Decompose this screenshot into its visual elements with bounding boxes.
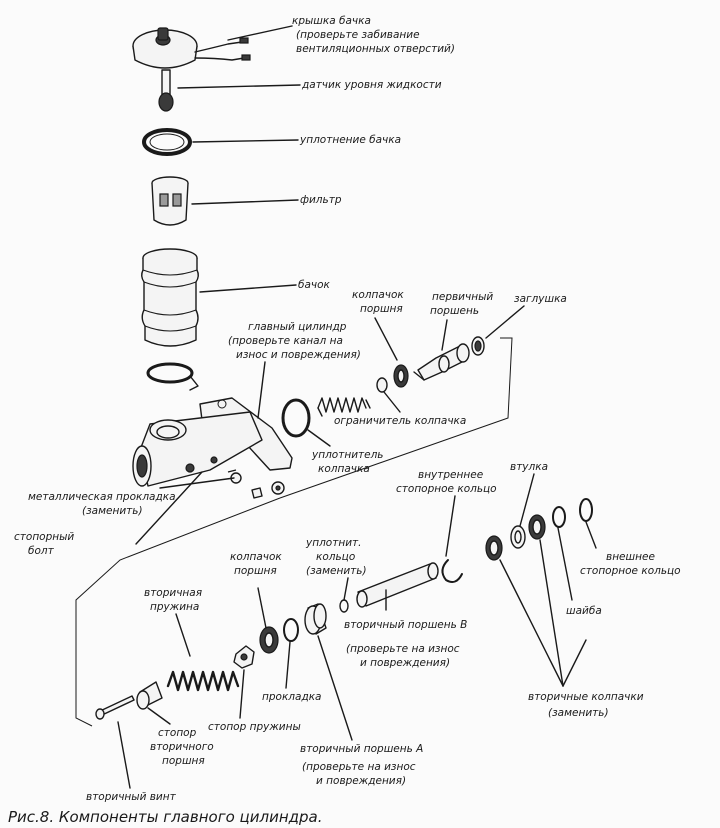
reservoir-seal-part bbox=[142, 128, 192, 156]
label-cap-limiter: ограничитель колпачка bbox=[334, 415, 466, 427]
outer-retaining-ring-part bbox=[579, 498, 593, 522]
bracket-line-upper bbox=[279, 337, 513, 499]
bushing-part bbox=[510, 525, 526, 549]
label-piston-cap-top: колпачок поршня bbox=[352, 289, 407, 315]
cap-seal-part bbox=[281, 398, 311, 438]
label-plug: заглушка bbox=[514, 293, 567, 305]
inner-retaining-ring-part bbox=[441, 559, 463, 583]
primary-piston-cap-part bbox=[393, 364, 409, 388]
label-inner-ring: внутреннее стопорное кольцо bbox=[396, 469, 497, 495]
plug-part bbox=[471, 336, 485, 356]
secondary-piston-a-part bbox=[304, 603, 327, 635]
label-secondary-spring: вторичная пружина bbox=[144, 587, 205, 613]
reservoir-part bbox=[141, 248, 199, 347]
reservoir-clamp-part bbox=[146, 362, 199, 391]
leader-lines bbox=[117, 25, 597, 789]
label-cap-seal: уплотнитель колпачка bbox=[311, 449, 387, 475]
label-secondary-screw: вторичный винт bbox=[86, 791, 177, 803]
label-secondary-piston-b: вторичный поршень В (проверьте на износ … bbox=[344, 619, 471, 669]
label-secondary-stop: стопор вторичного поршня bbox=[150, 727, 217, 767]
cap-limiter-part bbox=[376, 377, 388, 393]
label-secondary-caps: вторичные колпачки (заменить) bbox=[528, 691, 647, 719]
cylinder-small-hardware bbox=[227, 469, 285, 499]
label-reservoir: бачок bbox=[298, 279, 331, 291]
bracket-line-left bbox=[75, 497, 281, 727]
secondary-piston-b-part bbox=[356, 562, 439, 608]
figure-caption: Рис.8. Компоненты главного цилиндра. bbox=[8, 808, 322, 826]
label-master-cylinder: главный цилиндр (проверьте канал на изно… bbox=[228, 321, 361, 361]
gasket-part bbox=[283, 618, 299, 642]
primary-piston-part bbox=[413, 343, 470, 381]
fluid-level-sensor-part bbox=[158, 69, 174, 112]
label-spring-stop: стопор пружины bbox=[208, 721, 301, 733]
label-secondary-piston-a: вторичный поршень А (проверьте на износ … bbox=[300, 743, 427, 787]
label-gasket: прокладка bbox=[262, 691, 321, 703]
o-ring-part bbox=[339, 599, 349, 613]
label-reservoir-cap: крышка бачка (проверьте забивание вентил… bbox=[292, 15, 455, 55]
label-primary-piston: первичный поршень bbox=[430, 291, 497, 317]
label-bushing: втулка bbox=[510, 461, 548, 473]
spring-stop-part bbox=[233, 645, 255, 669]
label-o-ring: уплотнит. кольцо (заменить) bbox=[305, 537, 367, 577]
primary-spring-part bbox=[317, 397, 371, 417]
label-outer-ring: внешнее стопорное кольцо bbox=[580, 551, 681, 577]
secondary-caps-part bbox=[485, 514, 546, 561]
secondary-spring-part bbox=[166, 670, 240, 692]
secondary-piston-stop-part bbox=[136, 681, 163, 710]
reservoir-cap-part bbox=[132, 27, 251, 69]
label-reservoir-seal: уплотнение бачка bbox=[299, 134, 401, 146]
label-level-sensor: датчик уровня жидкости bbox=[301, 79, 442, 91]
filter-part bbox=[151, 176, 189, 226]
washer-part bbox=[552, 506, 566, 528]
label-stop-bolt: стопорный болт bbox=[14, 531, 78, 557]
lower-piston-cap-part bbox=[259, 626, 279, 654]
label-piston-cap-bottom: колпачок поршня bbox=[230, 551, 285, 577]
label-washer: шайба bbox=[566, 605, 602, 617]
master-cylinder-body-part bbox=[132, 397, 293, 487]
label-metal-gasket: металлическая прокладка (заменить) bbox=[28, 491, 179, 517]
secondary-screw-part bbox=[95, 695, 135, 720]
label-filter: фильтр bbox=[300, 194, 342, 206]
